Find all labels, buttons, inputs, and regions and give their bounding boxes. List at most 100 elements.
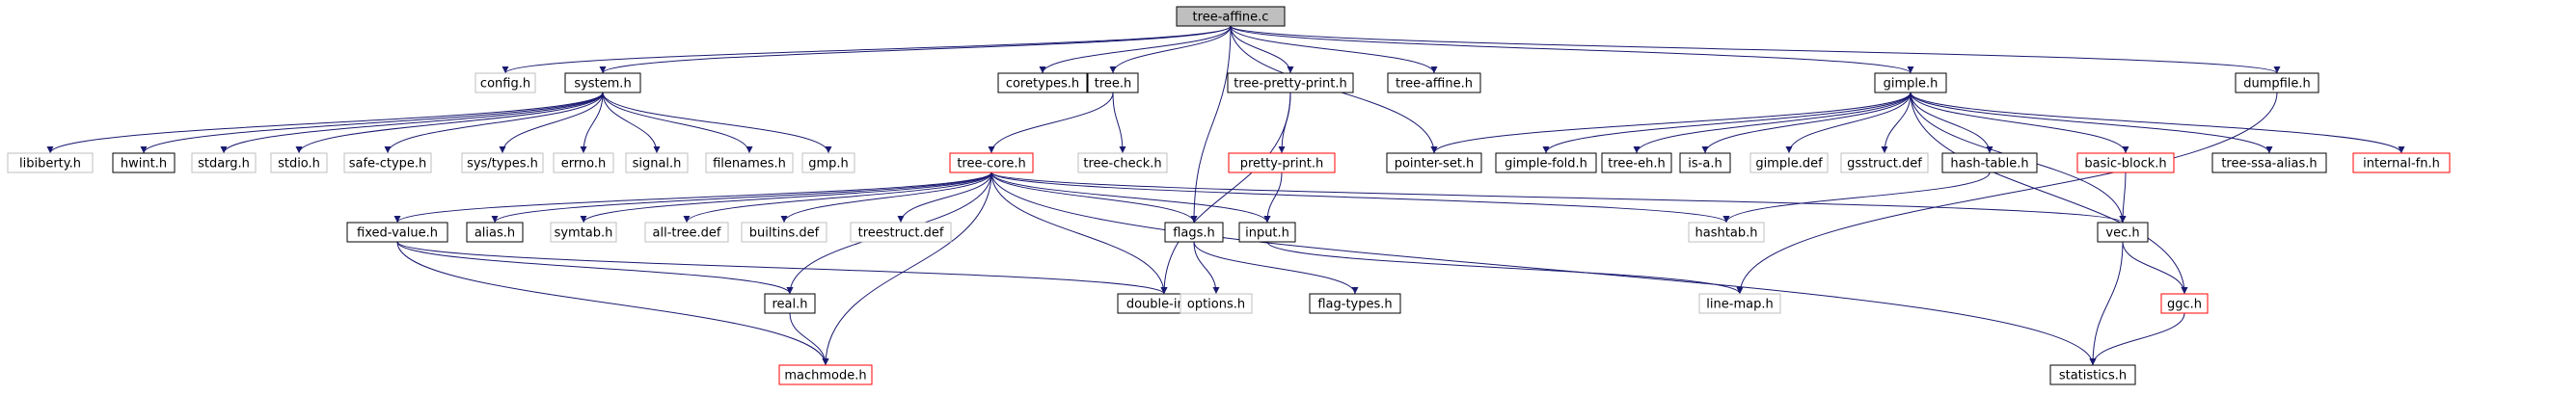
node-all-tree-def: all-tree.def: [644, 222, 729, 243]
edge-system-h-to-filenames-h: [602, 92, 753, 154]
node-box: [1874, 72, 1947, 93]
node-label: gmp.h: [808, 157, 849, 172]
node-box: [270, 152, 328, 173]
node-real-h[interactable]: real.h: [764, 293, 816, 314]
node-flags-h[interactable]: flags.h: [1164, 222, 1224, 243]
edge-gimple-h-to-tree-eh-h: [1633, 92, 1912, 154]
node-coretypes-h[interactable]: coretypes.h: [997, 72, 1088, 93]
edge-tree-affine-c-to-tree-pretty-print-h: [1230, 25, 1294, 74]
node-basic-block-h[interactable]: basic-block.h: [2076, 152, 2175, 173]
edge-tree-core-h-to-symtab-h: [580, 172, 992, 224]
edge-gimple-h-to-hash-table-h: [1910, 92, 1993, 154]
node-box: [741, 222, 827, 243]
edge-tree-affine-c-to-coretypes-h: [1039, 25, 1232, 74]
node-hashtab-h: hashtab.h: [1688, 222, 1765, 243]
edge-tree-affine-c-to-tree-affine-h: [1230, 25, 1438, 74]
node-box: [343, 152, 432, 173]
node-input-h[interactable]: input.h: [1238, 222, 1296, 243]
node-tree-ssa-alias-h[interactable]: tree-ssa-alias.h: [2211, 152, 2327, 173]
node-label: basic-block.h: [2084, 157, 2166, 172]
node-box: [1679, 152, 1731, 173]
node-tree-h[interactable]: tree.h: [1087, 72, 1139, 93]
node-ggc-h[interactable]: ggc.h: [2160, 293, 2209, 314]
node-tree-core-h[interactable]: tree-core.h: [949, 152, 1034, 173]
node-label: tree-affine.c: [1193, 11, 1269, 25]
edge-system-h-to-gmp-h: [602, 92, 832, 154]
node-tree-pretty-print-h[interactable]: tree-pretty-print.h: [1227, 72, 1354, 93]
node-box: [1087, 72, 1139, 93]
node-machmode-h[interactable]: machmode.h: [778, 364, 873, 385]
node-fixed-value-h[interactable]: fixed-value.h: [346, 222, 448, 243]
node-box: [1387, 72, 1481, 93]
node-errno-h: errno.h: [553, 152, 614, 173]
node-label: gimple-fold.h: [1505, 157, 1587, 172]
node-box: [1749, 152, 1829, 173]
edge-flags-h-to-options-h: [1193, 241, 1220, 295]
edge-tree-core-h-to-alias-h: [491, 172, 992, 224]
edge-tree-core-h-to-double-int-h: [990, 172, 1168, 295]
node-vec-h[interactable]: vec.h: [2097, 222, 2149, 243]
node-box: [2097, 222, 2149, 243]
edge-system-h-to-errno-h: [580, 92, 604, 154]
node-label: fixed-value.h: [357, 226, 438, 241]
edge-system-h-to-stdio-h: [295, 92, 604, 154]
node-alias-h[interactable]: alias.h: [466, 222, 524, 243]
node-box: [1840, 152, 1929, 173]
node-box: [1601, 152, 1672, 173]
node-label: tree-ssa-alias.h: [2221, 157, 2317, 172]
edge-tree-core-h-to-input-h: [990, 172, 1271, 224]
node-dumpfile-h[interactable]: dumpfile.h: [2235, 72, 2319, 93]
node-box: [1495, 152, 1597, 173]
node-box: [1688, 222, 1765, 243]
edge-gimple-h-to-pointer-set-h: [1430, 92, 1912, 154]
node-box: [461, 152, 544, 173]
node-label: stdio.h: [278, 157, 320, 172]
edge-tree-core-h-to-treestruct-def: [897, 172, 992, 224]
node-gimple-fold-h[interactable]: gimple-fold.h: [1495, 152, 1597, 173]
node-tree-affine-h[interactable]: tree-affine.h: [1387, 72, 1481, 93]
node-label: hwint.h: [121, 157, 167, 172]
node-internal-fn-h[interactable]: internal-fn.h: [2352, 152, 2451, 173]
node-tree-affine-c[interactable]: tree-affine.c: [1176, 6, 1286, 27]
node-box: [850, 222, 952, 243]
edge-gimple-h-to-gimple-def: [1785, 92, 1912, 154]
node-gimple-h[interactable]: gimple.h: [1874, 72, 1947, 93]
node-hwint-h[interactable]: hwint.h: [112, 152, 176, 173]
node-label: ggc.h: [2167, 298, 2202, 312]
node-box: [466, 222, 524, 243]
node-box: [764, 293, 816, 314]
node-label: options.h: [1187, 298, 1245, 312]
node-label: tree-check.h: [1083, 157, 1161, 172]
node-pretty-print-h[interactable]: pretty-print.h: [1228, 152, 1336, 173]
node-label: coretypes.h: [1006, 77, 1079, 92]
node-label: internal-fn.h: [2363, 157, 2440, 172]
node-statistics-h[interactable]: statistics.h: [2049, 364, 2136, 385]
node-is-a-h[interactable]: is-a.h: [1679, 152, 1731, 173]
node-label: tree-eh.h: [1608, 157, 1665, 172]
edge-dumpfile-h-to-line-map-h: [1736, 92, 2278, 295]
edge-real-h-to-machmode-h: [789, 312, 829, 366]
node-label: gsstruct.def: [1847, 157, 1922, 172]
node-box: [2352, 152, 2451, 173]
node-flag-types-h[interactable]: flag-types.h: [1309, 293, 1401, 314]
node-system-h[interactable]: system.h: [564, 72, 641, 93]
node-label: system.h: [574, 77, 631, 92]
edge-basic-block-h-to-vec-h: [2119, 172, 2127, 224]
node-hash-table-h[interactable]: hash-table.h: [1941, 152, 2038, 173]
node-box: [2076, 152, 2175, 173]
node-line-map-h: line-map.h: [1698, 293, 1781, 314]
node-box: [564, 72, 641, 93]
node-tree-eh-h[interactable]: tree-eh.h: [1601, 152, 1672, 173]
edge-fixed-value-h-to-real-h: [396, 241, 794, 295]
node-pointer-set-h[interactable]: pointer-set.h: [1386, 152, 1482, 173]
node-box: [550, 222, 617, 243]
node-box: [1386, 152, 1482, 173]
node-box: [346, 222, 448, 243]
node-box: [1698, 293, 1781, 314]
edge-tree-h-to-tree-core-h: [988, 92, 1114, 154]
edges-layer: [46, 25, 2405, 366]
edge-vec-h-to-ggc-h: [2122, 241, 2188, 295]
edge-gimple-h-to-basic-block-h: [1910, 92, 2129, 154]
node-label: gimple.def: [1755, 157, 1823, 172]
